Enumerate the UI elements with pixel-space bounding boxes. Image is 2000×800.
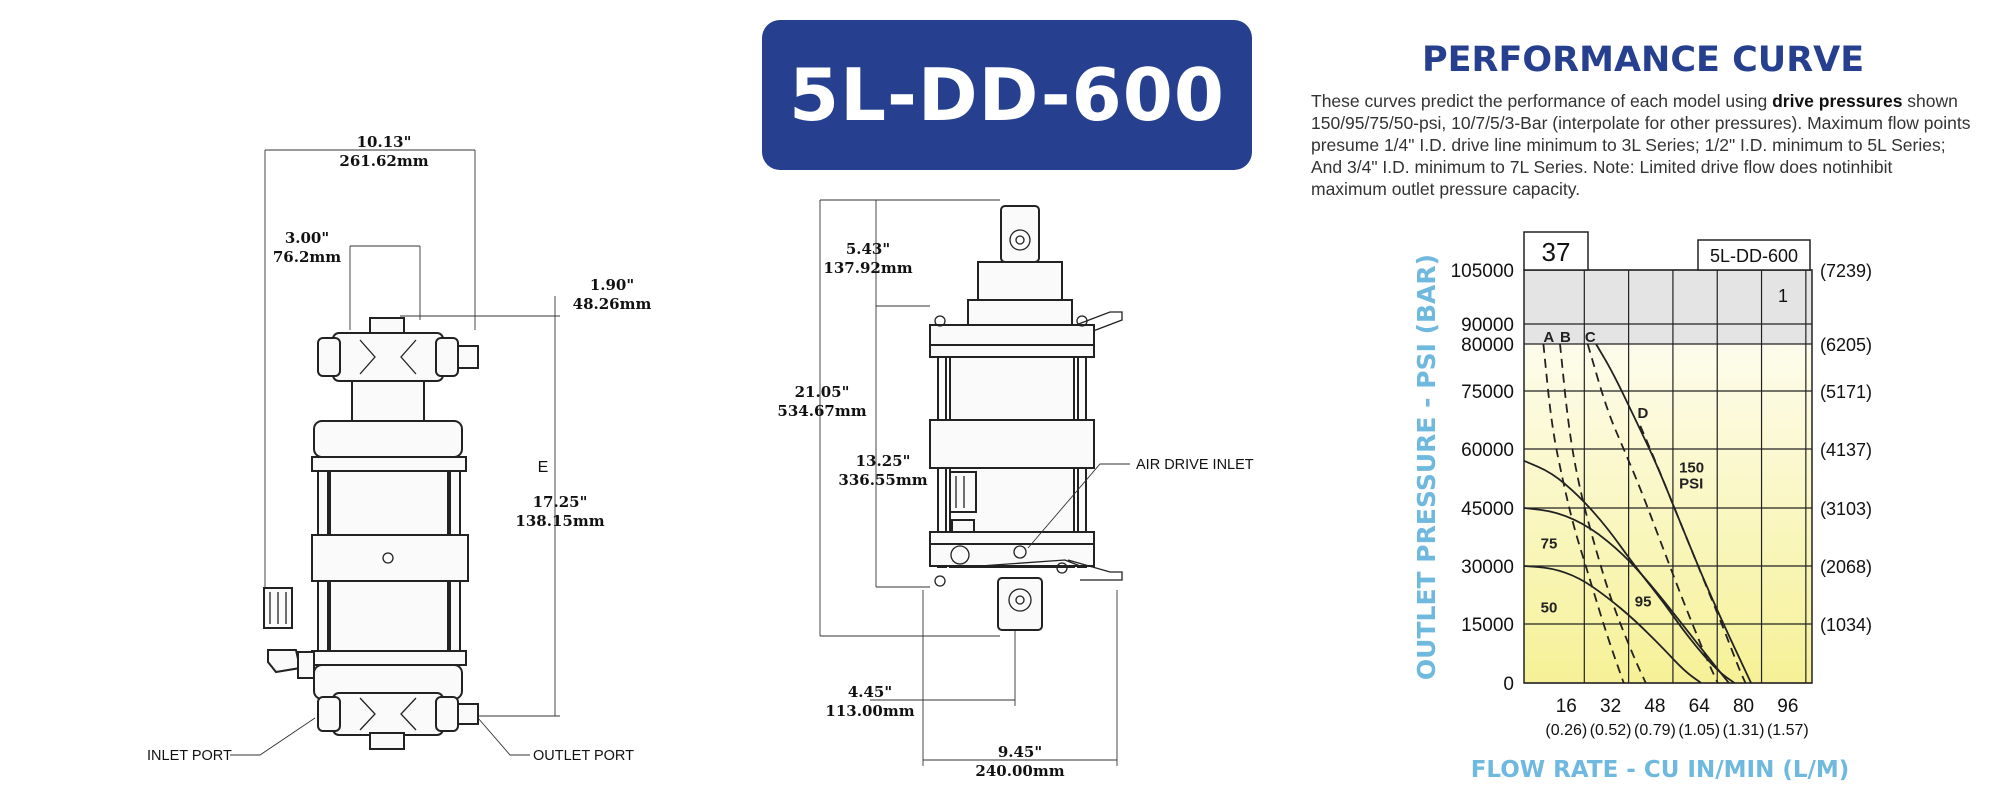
- x-tick-label: 16: [1556, 696, 1577, 717]
- curve-label: PSI: [1679, 475, 1703, 492]
- y-tick-bar-label: (2068): [1820, 557, 1872, 577]
- x-tick-sub-label: (1.31): [1723, 722, 1765, 739]
- center-h-mm: 534.67mm: [777, 402, 866, 420]
- x-tick-sub-label: (0.26): [1545, 722, 1587, 739]
- curve-label: 75: [1541, 536, 1558, 553]
- plot-frame: [1523, 269, 1813, 684]
- region-label: 1: [1778, 286, 1788, 306]
- y-tick-label: 30000: [1461, 557, 1514, 578]
- model-title-box: 5L-DD-600: [762, 20, 1252, 170]
- max-pressure-band: [1524, 270, 1812, 344]
- curve-50: [1523, 565, 1702, 684]
- y-tick-label: 60000: [1461, 440, 1514, 461]
- y-tick-bar-label: (6205): [1820, 335, 1872, 355]
- curve-a: [1542, 343, 1625, 684]
- y-tick-label: 75000: [1461, 382, 1514, 403]
- center-c-in: 13.25": [856, 452, 911, 470]
- inlet-port-label: INLET PORT: [147, 748, 232, 764]
- left-a-mm: 76.2mm: [273, 248, 341, 266]
- left-h-mm: 138.15mm: [515, 512, 604, 530]
- center-h-in: 21.05": [795, 383, 850, 401]
- curve-label: 95: [1635, 594, 1652, 611]
- center-d-mm: 113.00mm: [825, 702, 914, 720]
- x-tick-label: 64: [1689, 696, 1711, 717]
- performance-description: These curves predict the performance of …: [1311, 90, 1971, 200]
- curve-95: [1523, 507, 1730, 684]
- curve-150-psi: [1595, 343, 1752, 684]
- x-axis-title: FLOW RATE - CU IN/MIN (L/M): [1471, 757, 1850, 783]
- x-tick-label: 80: [1733, 696, 1754, 717]
- center-a-mm: 137.92mm: [823, 259, 912, 277]
- page-number-box: [1523, 231, 1589, 271]
- x-tick-label: 48: [1644, 696, 1665, 717]
- y-tick-label: 105000: [1451, 261, 1514, 282]
- y-tick-label: 15000: [1461, 615, 1514, 636]
- x-tick-label: 96: [1777, 696, 1798, 717]
- model-box-label: 5L-DD-600: [1710, 246, 1798, 266]
- curve-c: [1586, 343, 1719, 684]
- x-tick-sub-label: (0.79): [1634, 722, 1676, 739]
- y-tick-bar-label: (5171): [1820, 382, 1872, 402]
- x-tick-sub-label: (1.05): [1678, 722, 1720, 739]
- x-tick-sub-label: (1.57): [1767, 722, 1809, 739]
- left-b-mm: 48.26mm: [573, 295, 652, 313]
- center-w-in: 9.45": [998, 743, 1042, 761]
- x-tick-sub-label: (0.52): [1590, 722, 1632, 739]
- center-w-mm: 240.00mm: [975, 762, 1064, 780]
- center-c-mm: 336.55mm: [838, 471, 927, 489]
- side-valve-center: [949, 471, 977, 513]
- curve-label: 50: [1541, 599, 1558, 616]
- curve-label: C: [1585, 329, 1596, 346]
- y-tick-label: 80000: [1461, 335, 1514, 356]
- curve-label: D: [1638, 405, 1649, 422]
- curves: [1523, 343, 1752, 684]
- y-tick-bar-label: (7239): [1820, 261, 1872, 281]
- curve-label: 150: [1679, 460, 1704, 477]
- description-rest: shown 150/95/75/50-psi, 10/7/5/3-Bar (in…: [1311, 91, 1971, 199]
- model-box: [1697, 239, 1811, 271]
- y-tick-label: 0: [1503, 674, 1514, 695]
- y-tick-bar-label: (3103): [1820, 499, 1872, 519]
- y-axis-title: OUTLET PRESSURE - PSI (BAR): [1412, 254, 1441, 680]
- x-axis-ticks: 16 (0.26) 32 (0.52) 48 (0.79) 64 (1.05) 80 (1.31)…: [1545, 696, 1808, 739]
- center-d-in: 4.45": [848, 683, 892, 701]
- performance-curve-title: PERFORMANCE CURVE: [1422, 40, 1865, 80]
- left-width-mm: 261.62mm: [339, 152, 428, 170]
- curve-label: A: [1543, 329, 1554, 346]
- model-title: 5L-DD-600: [789, 53, 1225, 137]
- y-tick-label: 90000: [1461, 315, 1514, 336]
- outlet-port-label: OUTLET PORT: [533, 748, 634, 764]
- left-width-in: 10.13": [357, 133, 412, 151]
- left-a-in: 3.00": [285, 229, 329, 247]
- air-drive-inlet-label: AIR DRIVE INLET: [1136, 457, 1254, 473]
- left-h-in: 17.25": [533, 493, 588, 511]
- curve-d: [1639, 425, 1747, 684]
- x-tick-label: 32: [1600, 696, 1621, 717]
- curve-75: [1523, 459, 1736, 684]
- center-a-in: 5.43": [846, 240, 890, 258]
- y-tick-bar-label: (1034): [1820, 615, 1872, 635]
- left-marker: E: [538, 459, 549, 476]
- description-intro: These curves predict the performance of …: [1311, 91, 1773, 111]
- description-bold: drive pressures: [1772, 91, 1903, 111]
- y-tick-label: 45000: [1461, 499, 1514, 520]
- left-b-in: 1.90": [590, 276, 634, 294]
- y-tick-bar-label: (4137): [1820, 440, 1872, 460]
- curve-label: B: [1560, 329, 1571, 346]
- page-number: 37: [1542, 237, 1571, 267]
